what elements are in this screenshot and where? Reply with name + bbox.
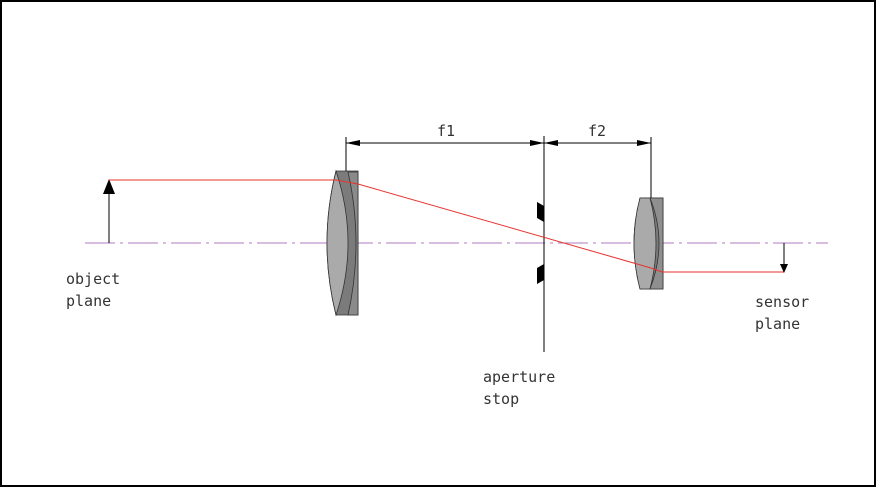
aperture-blade-lower [537, 264, 544, 284]
dimension-lines [345, 137, 652, 198]
sensor-plane-label-line1: sensor [755, 293, 809, 311]
aperture-stop-label-line1: aperture [483, 368, 555, 386]
second-lens [633, 197, 664, 290]
aperture-stop-label-line2: stop [483, 390, 519, 408]
f1-label: f1 [437, 122, 455, 140]
sensor-plane-label-line2: plane [755, 315, 800, 333]
object-plane-label-line1: object [66, 270, 120, 288]
sensor-arrow-head [780, 264, 788, 273]
object-arrow-head [103, 179, 115, 194]
first-lens [326, 169, 359, 317]
object-plane-label-line2: plane [66, 292, 111, 310]
f2-label: f2 [588, 122, 606, 140]
light-ray [109, 179, 784, 273]
aperture-blade-upper [537, 202, 544, 222]
aperture-stop [537, 136, 545, 352]
